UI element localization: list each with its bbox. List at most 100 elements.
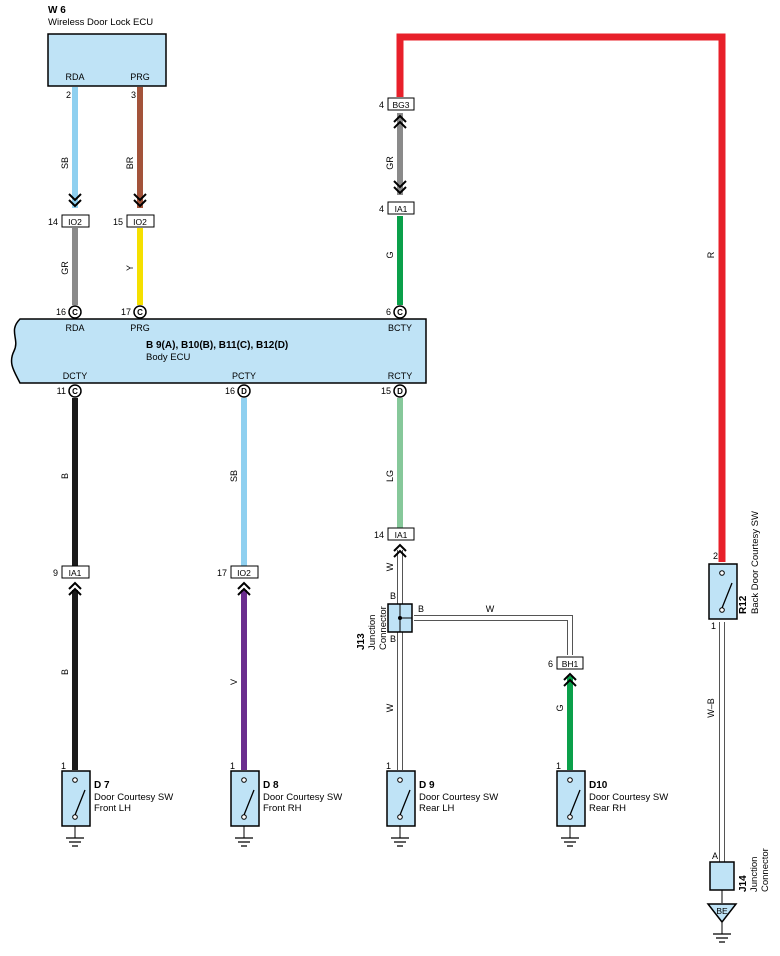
connector-io2-17-pin: 17: [217, 568, 227, 578]
body-ecu-pin-number: 15: [381, 386, 391, 396]
chevron-down-icon: [393, 180, 407, 195]
r12-code: R12: [738, 595, 749, 614]
ground-icon: [561, 837, 579, 847]
connector-bh1-label: BH1: [562, 659, 579, 669]
body-ecu-pin-label: DCTY: [63, 371, 88, 381]
ground-icon: [391, 837, 409, 847]
ground-icon: [713, 933, 731, 943]
switch-icon: [719, 570, 733, 613]
connector-ia1-left: [61, 565, 90, 579]
connector-io2-17: [230, 565, 259, 579]
body-ecu-pin-number: 11: [57, 386, 66, 396]
connector-io2-14: [61, 214, 90, 228]
body-ecu-pin-letter: C: [137, 308, 143, 317]
wire-label: SB: [60, 157, 70, 169]
wire-label: BR: [125, 156, 135, 169]
connector-io2-17-label: IO2: [237, 568, 251, 578]
wire-label: GR: [60, 261, 70, 275]
body-ecu-pin-label: RCTY: [388, 371, 413, 381]
connector-ia1-mid-pin: 14: [374, 530, 384, 540]
body-ecu-pin-label: BCTY: [388, 323, 412, 333]
wire-w-j13-horiz: [414, 615, 573, 655]
body-ecu-code: B 9(A), B10(B), B11(C), B12(D): [146, 340, 288, 351]
j13-pin-bottom: B: [390, 634, 396, 644]
wire-label: SB: [229, 470, 239, 482]
wire-label: GR: [385, 156, 395, 170]
ground-point-triangle: [706, 903, 738, 924]
connector-io2-15: [126, 214, 155, 228]
d9-pin: 1: [386, 761, 391, 771]
body-ecu-pin-circle: [68, 305, 82, 319]
chevron-down-icon: [133, 193, 147, 208]
w6-pin-num-3: 3: [131, 90, 136, 100]
wire-label: G: [385, 251, 395, 258]
j13-line2: Connector: [378, 606, 389, 650]
w6-code: W 6: [48, 5, 66, 16]
d9-line1: Door Courtesy SW: [419, 792, 498, 803]
d7-line2: Front LH: [94, 803, 131, 814]
body-ecu-pin-circle: [133, 305, 147, 319]
d7-pin: 1: [61, 761, 66, 771]
wire-label: LG: [385, 470, 395, 482]
body-ecu-pin-circle: [68, 384, 82, 398]
switch-icon: [397, 777, 411, 820]
j14-line2: Connector: [760, 848, 771, 892]
body-ecu-pin-circle: [393, 305, 407, 319]
switch-icon: [72, 777, 86, 820]
chevron-up-icon: [393, 114, 407, 129]
connector-bg3-pin: 4: [379, 100, 384, 110]
r12-pin-bottom: 1: [711, 621, 716, 631]
d8-line2: Front RH: [263, 803, 302, 814]
body-ecu-pin-label: RDA: [65, 323, 84, 333]
connector-bh1: [556, 656, 584, 670]
wire-r-long: [396, 33, 726, 562]
d8-code: D 8: [263, 780, 279, 791]
body-ecu-pin-letter: D: [241, 387, 247, 396]
body-ecu-pin-label: PRG: [130, 323, 150, 333]
d10-line1: Door Courtesy SW: [589, 792, 668, 803]
chevron-up-icon: [393, 543, 407, 558]
j14-pin: A: [712, 851, 718, 861]
j14-line1: Junction: [749, 857, 760, 892]
w6-pin-rda: RDA: [65, 72, 84, 82]
body-ecu-pin-number: 6: [386, 307, 391, 317]
wire-label: G: [555, 704, 565, 711]
body-ecu-pin-letter: C: [397, 308, 403, 317]
connector-ia1-top-pin: 4: [379, 204, 384, 214]
body-ecu-pin-letter: C: [72, 308, 78, 317]
w6-name: Wireless Door Lock ECU: [48, 17, 153, 28]
body-ecu-pin-circle: [237, 384, 251, 398]
wire-label: B: [60, 473, 70, 479]
ground-point-label: BE: [716, 906, 728, 916]
connector-ia1-top: [387, 201, 415, 215]
connector-ia1-left-pin: 9: [53, 568, 58, 578]
wire-label: V: [229, 679, 239, 685]
r12-line1: Back Door Courtesy SW: [750, 511, 761, 614]
j13-pin-top: B: [390, 591, 396, 601]
body-ecu-pin-number: 17: [121, 307, 131, 317]
chevron-up-icon: [68, 581, 82, 596]
wire-label: B: [60, 669, 70, 675]
chevron-up-icon: [563, 672, 577, 687]
connector-io2-15-pin: 15: [113, 217, 123, 227]
connector-bh1-pin: 6: [548, 659, 553, 669]
switch-icon: [567, 777, 581, 820]
wire-label: Y: [125, 265, 135, 271]
body-ecu-name: Body ECU: [146, 352, 190, 363]
body-ecu-pin-letter: C: [72, 387, 78, 396]
d9-code: D 9: [419, 780, 435, 791]
body-ecu-pin-label: PCTY: [232, 371, 256, 381]
d10-code: D10: [589, 780, 608, 791]
connector-io2-15-label: IO2: [133, 217, 147, 227]
j14-box: [709, 861, 735, 891]
r12-pin-top: 2: [713, 551, 718, 561]
d7-line1: Door Courtesy SW: [94, 792, 173, 803]
connector-ia1-mid-label: IA1: [395, 530, 408, 540]
chevron-up-icon: [237, 581, 251, 596]
chevron-down-icon: [68, 193, 82, 208]
switch-icon: [241, 777, 255, 820]
body-ecu-pin-circle: [393, 384, 407, 398]
j13-code: J13: [356, 633, 367, 650]
j14-code: J14: [738, 875, 749, 892]
d7-code: D 7: [94, 780, 110, 791]
